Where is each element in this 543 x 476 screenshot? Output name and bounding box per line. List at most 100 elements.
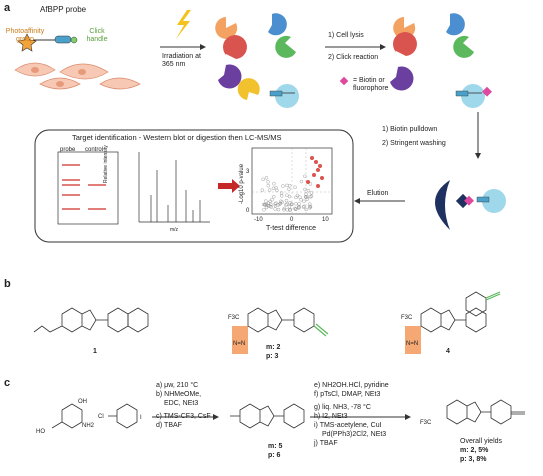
acid-chloride-structure: [108, 403, 138, 429]
step-click: 2) Click reaction: [328, 54, 379, 61]
volcano-point: [280, 200, 284, 204]
volcano-hit-point: [316, 184, 320, 188]
volcano-hit-point: [314, 160, 318, 164]
aminophenol-structure: [51, 403, 83, 429]
volcano-point: [272, 194, 276, 199]
volcano-xlabel: T-test difference: [266, 225, 317, 232]
volcano-point: [302, 199, 306, 204]
volcano-point: [295, 193, 300, 198]
cells-illustration: [14, 62, 141, 90]
compound-1-structure: [33, 307, 149, 333]
volcano-point: [284, 198, 289, 203]
volcano-point: [285, 183, 289, 188]
volcano-hit-point: [316, 168, 320, 172]
intermediate-structure: [230, 403, 305, 429]
condition-a: a) μw, 210 °C: [156, 382, 199, 389]
volcano-point: [261, 177, 265, 182]
volcano-point: [273, 203, 278, 208]
volcano-point: [281, 184, 285, 188]
volcano-point: [305, 197, 309, 201]
volcano-point: [308, 195, 313, 199]
protein-set-1: [215, 13, 299, 108]
compound-2-nn: N=N: [233, 341, 246, 347]
intermediate-m-label: m: 5: [268, 443, 283, 450]
c-i: I: [140, 415, 142, 421]
volcano-point: [282, 206, 286, 211]
volcano-ytick-1: 3: [246, 169, 250, 175]
condition-c: c) TMS-CF3, CsF: [156, 413, 211, 420]
volcano-point: [290, 202, 294, 206]
volcano-point: [285, 202, 289, 206]
compound-2-3-structure: [232, 307, 329, 354]
volcano-hit-point: [310, 156, 314, 160]
volcano-point: [303, 174, 307, 179]
c-nh2: NH2: [82, 423, 95, 429]
volcano-point: [297, 202, 301, 206]
compound-1-label: 1: [93, 348, 97, 355]
volcano-point: [268, 204, 272, 209]
compound-4-nn: N=N: [406, 341, 419, 347]
volcano-point: [266, 183, 270, 188]
ms-xlabel: m/z: [170, 227, 179, 233]
volcano-point: [308, 206, 312, 210]
volcano-point: [284, 203, 288, 207]
volcano-point: [309, 191, 314, 195]
elution-label: Elution: [367, 190, 389, 197]
volcano-point: [264, 199, 268, 203]
protein-set-2: [390, 13, 492, 108]
yields-title: Overall yields: [460, 438, 503, 445]
condition-i: i) TMS-acetylene, CuI: [314, 422, 382, 429]
volcano-hit-point: [320, 176, 324, 180]
volcano-point: [294, 207, 298, 211]
volcano-point: [269, 205, 273, 209]
condition-j: j) TBAF: [314, 440, 338, 447]
conditions-step2: e) NH2OH.HCl, pyridine f) pTsCl, DMAP, N…: [314, 381, 389, 448]
volcano-point: [274, 185, 278, 190]
volcano-point: [282, 208, 286, 212]
c-oh: OH: [78, 399, 87, 405]
volcano-point: [299, 179, 304, 184]
intermediate-p-label: p: 6: [268, 452, 281, 459]
product-structure: [446, 399, 525, 425]
volcano-point: [279, 191, 284, 195]
probe-title: AfBPP probe: [40, 5, 87, 14]
volcano-point: [262, 207, 266, 212]
target-id-box: [34, 129, 354, 243]
condition-d: d) TBAF: [156, 422, 182, 429]
volcano-point: [266, 180, 270, 184]
volcano-point: [294, 201, 298, 206]
volcano-point: [271, 186, 276, 191]
volcano-point: [288, 208, 293, 212]
photoaffinity-label: Photoaffinity group: [5, 28, 45, 43]
volcano-point: [299, 198, 303, 202]
condition-h: h) I2, NEt3: [314, 413, 348, 420]
volcano-point: [309, 194, 314, 198]
compound-4-structure: [405, 291, 501, 354]
volcano-point: [280, 194, 284, 198]
condition-b: b) NHMeOMe,: [156, 391, 202, 398]
compound-3-label: p: 3: [266, 353, 279, 360]
lightning-icon: [176, 10, 191, 39]
red-arrow: [218, 179, 240, 193]
volcano-point: [297, 205, 301, 209]
panel-label-c: c: [4, 377, 11, 389]
volcano-point: [262, 202, 266, 207]
condition-g: g) liq. NH3, -78 °C: [314, 404, 371, 411]
volcano-hit-point: [312, 173, 316, 177]
panel-label-b: b: [4, 278, 11, 290]
volcano-xtick-0: -10: [254, 217, 263, 223]
washing-label: 2) Stringent washing: [382, 140, 446, 147]
streptavidin-bead: [435, 180, 506, 230]
condition-i2: Pd(PPh3)2Cl2, NEt3: [322, 431, 387, 438]
volcano-hit-point: [306, 180, 310, 184]
ms-ylabel: Relative intensity: [103, 145, 109, 183]
volcano-xtick-2: 10: [322, 217, 329, 223]
volcano-point: [273, 202, 277, 206]
biotin-legend-icon: [339, 76, 349, 86]
volcano-point: [304, 192, 308, 196]
volcano-point: [264, 202, 268, 207]
wb-control-label: control: [85, 147, 104, 153]
volcano-point: [305, 195, 310, 199]
volcano-point: [308, 202, 312, 206]
